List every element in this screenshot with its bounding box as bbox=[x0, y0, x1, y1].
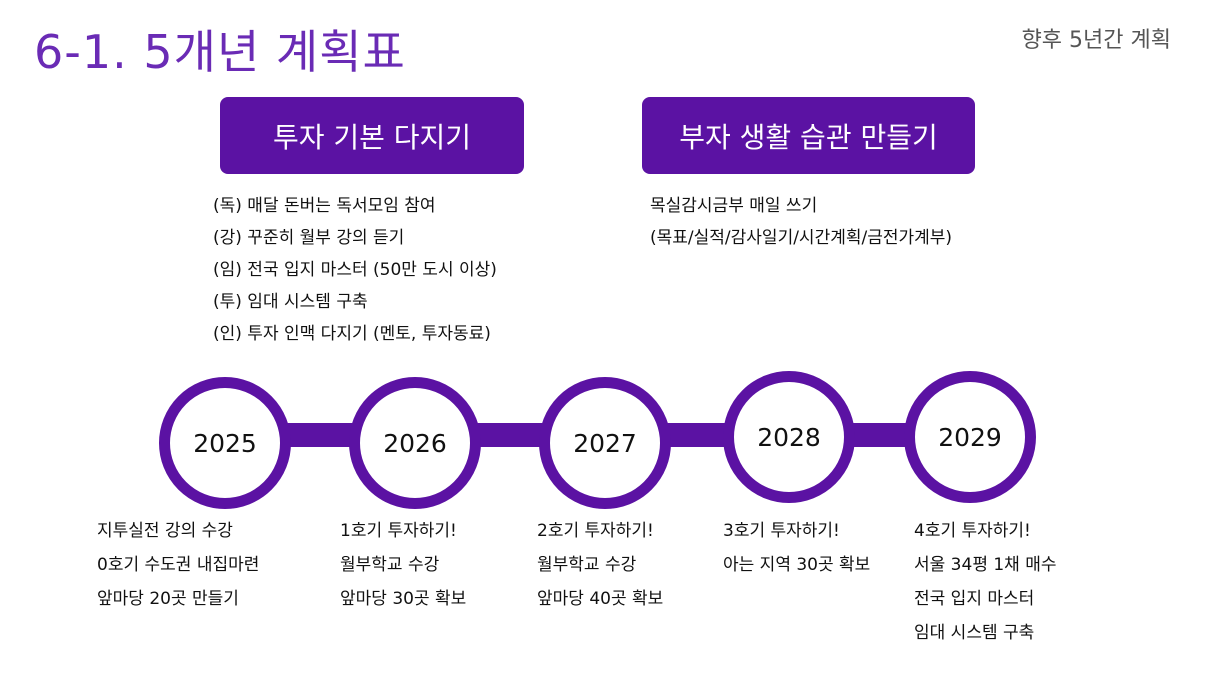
list-item: 2호기 투자하기! bbox=[537, 521, 654, 541]
year-label: 2025 bbox=[193, 428, 257, 458]
page-subtitle: 향후 5년간 계획 bbox=[1021, 28, 1171, 53]
list-item: 임대 시스템 구축 bbox=[914, 623, 1035, 643]
year-node-2027: 2027 bbox=[539, 377, 671, 509]
list-item: (인) 투자 인맥 다지기 (멘토, 투자동료) bbox=[213, 324, 491, 344]
list-item: 지투실전 강의 수강 bbox=[97, 521, 233, 541]
list-item: 목실감시금부 매일 쓰기 bbox=[650, 196, 818, 216]
list-item: 앞마당 40곳 확보 bbox=[537, 589, 664, 609]
list-item: 전국 입지 마스터 bbox=[914, 589, 1035, 609]
list-item: 앞마당 20곳 만들기 bbox=[97, 589, 239, 609]
list-item: 앞마당 30곳 확보 bbox=[340, 589, 467, 609]
list-item: 3호기 투자하기! bbox=[723, 521, 840, 541]
year-label: 2028 bbox=[757, 422, 821, 452]
list-item: (강) 꾸준히 월부 강의 듣기 bbox=[213, 228, 405, 248]
list-item: (임) 전국 입지 마스터 (50만 도시 이상) bbox=[213, 260, 497, 280]
list-item: 아는 지역 30곳 확보 bbox=[723, 555, 871, 575]
year-plan-2025: 지투실전 강의 수강 0호기 수도권 내집마련 앞마당 20곳 만들기 bbox=[97, 514, 259, 616]
list-item: (독) 매달 돈버는 독서모임 참여 bbox=[213, 196, 436, 216]
section-header-investment-basics: 투자 기본 다지기 bbox=[220, 97, 524, 174]
year-node-2025: 2025 bbox=[159, 377, 291, 509]
list-item: 4호기 투자하기! bbox=[914, 521, 1031, 541]
year-node-2026: 2026 bbox=[349, 377, 481, 509]
list-item: 월부학교 수강 bbox=[340, 555, 440, 575]
year-plan-2028: 3호기 투자하기! 아는 지역 30곳 확보 bbox=[723, 514, 870, 582]
list-item: (투) 임대 시스템 구축 bbox=[213, 292, 368, 312]
list-item: 월부학교 수강 bbox=[537, 555, 637, 575]
list-item: 서울 34평 1채 매수 bbox=[914, 555, 1057, 575]
investment-basics-list: (독) 매달 돈버는 독서모임 참여 (강) 꾸준히 월부 강의 듣기 (임) … bbox=[213, 190, 497, 350]
list-item: 1호기 투자하기! bbox=[340, 521, 457, 541]
year-node-2028: 2028 bbox=[723, 371, 855, 503]
section-header-wealth-habits: 부자 생활 습관 만들기 bbox=[642, 97, 975, 174]
year-label: 2029 bbox=[938, 422, 1002, 452]
year-plan-2027: 2호기 투자하기! 월부학교 수강 앞마당 40곳 확보 bbox=[537, 514, 663, 616]
year-plan-2026: 1호기 투자하기! 월부학교 수강 앞마당 30곳 확보 bbox=[340, 514, 466, 616]
year-plan-2029: 4호기 투자하기! 서울 34평 1채 매수 전국 입지 마스터 임대 시스템 … bbox=[914, 514, 1057, 650]
wealth-habits-list: 목실감시금부 매일 쓰기 (목표/실적/감사일기/시간계획/금전가계부) bbox=[650, 190, 952, 254]
year-node-2029: 2029 bbox=[904, 371, 1036, 503]
list-item: 0호기 수도권 내집마련 bbox=[97, 555, 260, 575]
list-item: (목표/실적/감사일기/시간계획/금전가계부) bbox=[650, 228, 953, 248]
year-label: 2027 bbox=[573, 428, 637, 458]
page-title: 6-1. 5개년 계획표 bbox=[34, 25, 406, 79]
year-label: 2026 bbox=[383, 428, 447, 458]
